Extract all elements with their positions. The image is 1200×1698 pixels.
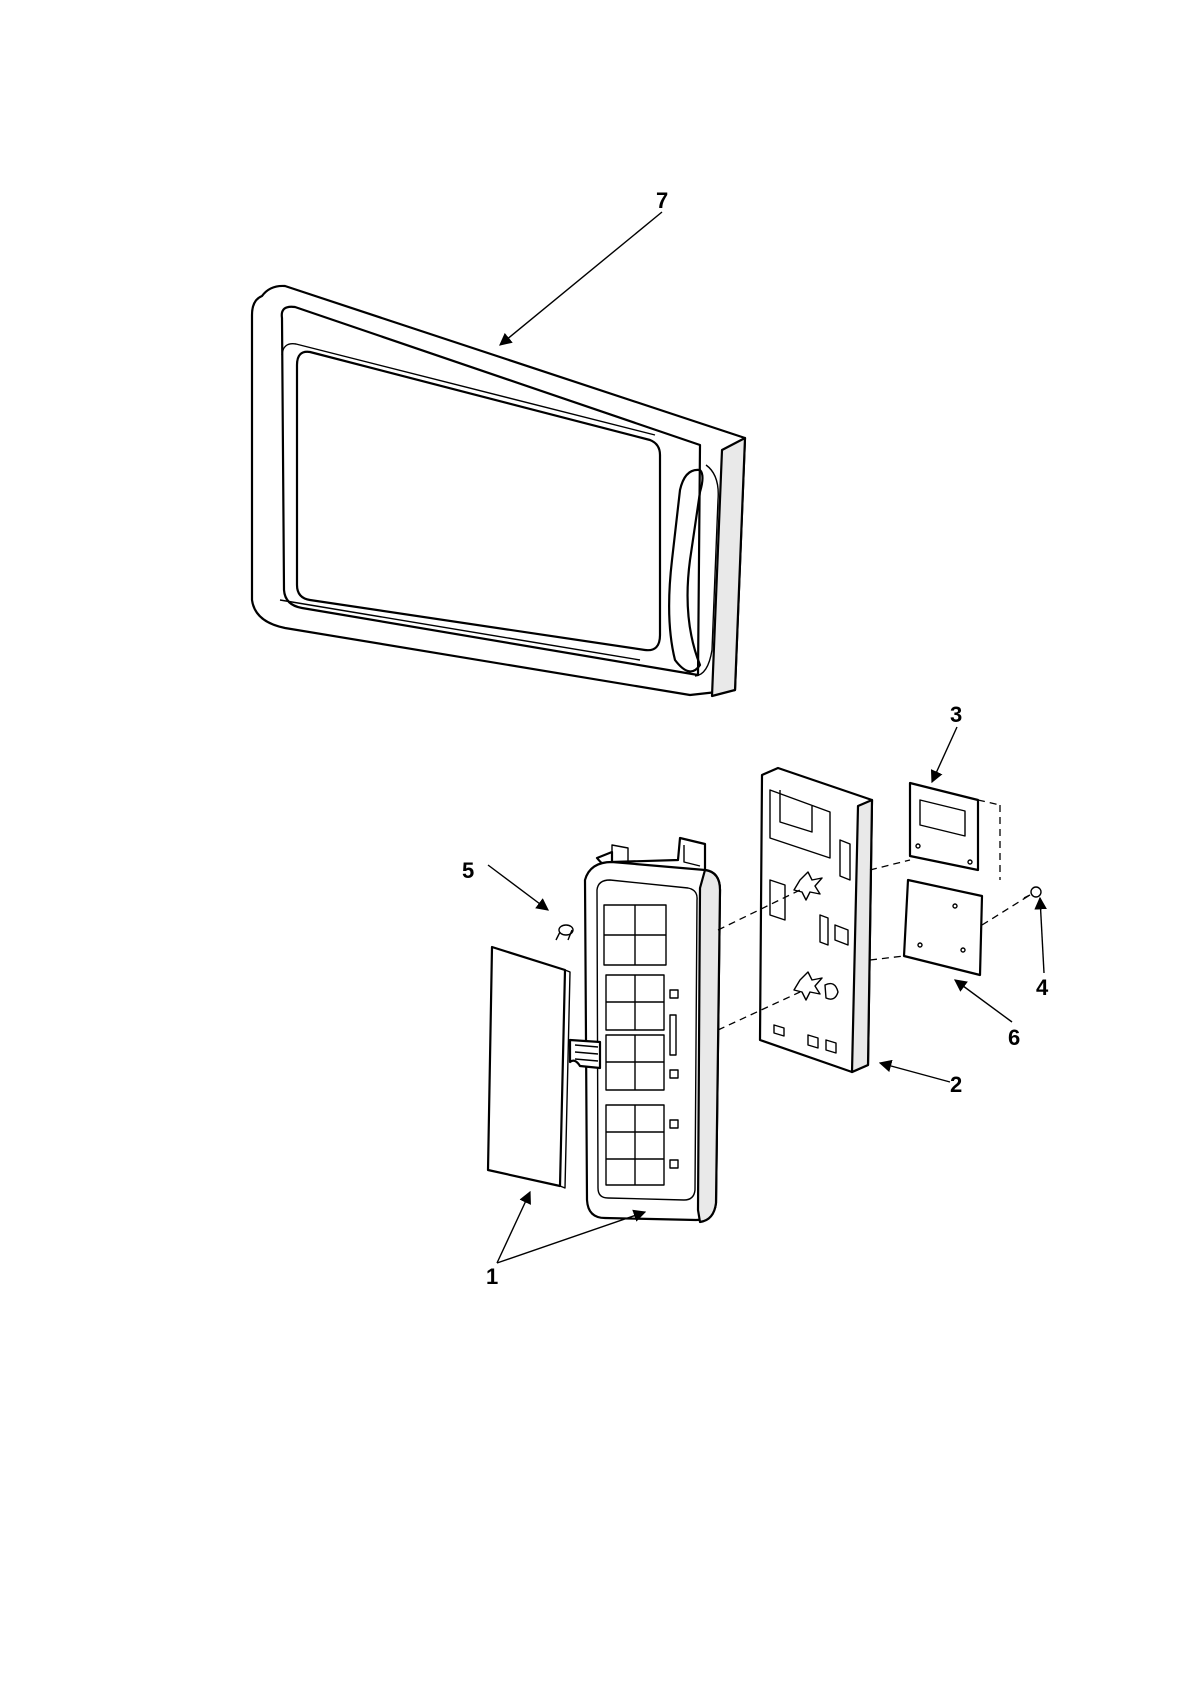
control-panel-bezel — [596, 879, 698, 1201]
pcb-upper-board — [908, 781, 980, 872]
callout-2: 2 — [950, 1072, 962, 1097]
door-handle — [668, 468, 704, 673]
keypad-keys — [605, 974, 679, 1186]
door-window-inset — [279, 343, 656, 661]
pcb-lower-board — [902, 878, 984, 977]
callout-leaders — [487, 211, 1047, 1264]
callout-6: 6 — [1008, 1025, 1020, 1050]
control-boards — [902, 781, 1042, 977]
callout-7: 7 — [656, 188, 668, 213]
door-assembly — [250, 284, 747, 698]
screw-4 — [1023, 886, 1042, 899]
callout-3: 3 — [950, 702, 962, 727]
membrane-sheet — [486, 945, 567, 1188]
alignment-lines — [717, 799, 1031, 1031]
bracket-clip-lower — [793, 971, 823, 1001]
control-panel-side — [696, 868, 722, 1224]
callout-4: 4 — [1036, 975, 1049, 1000]
door-handle-recess — [694, 464, 719, 677]
door-window — [295, 350, 662, 652]
bracket-clip-upper — [793, 871, 823, 901]
screw-5 — [555, 924, 574, 941]
control-bracket — [758, 766, 874, 1074]
callout-5: 5 — [462, 858, 474, 883]
callout-1: 1 — [486, 1264, 498, 1289]
door-side-edge — [710, 436, 747, 698]
control-panel-assembly — [486, 836, 722, 1224]
bracket-side — [850, 798, 874, 1074]
